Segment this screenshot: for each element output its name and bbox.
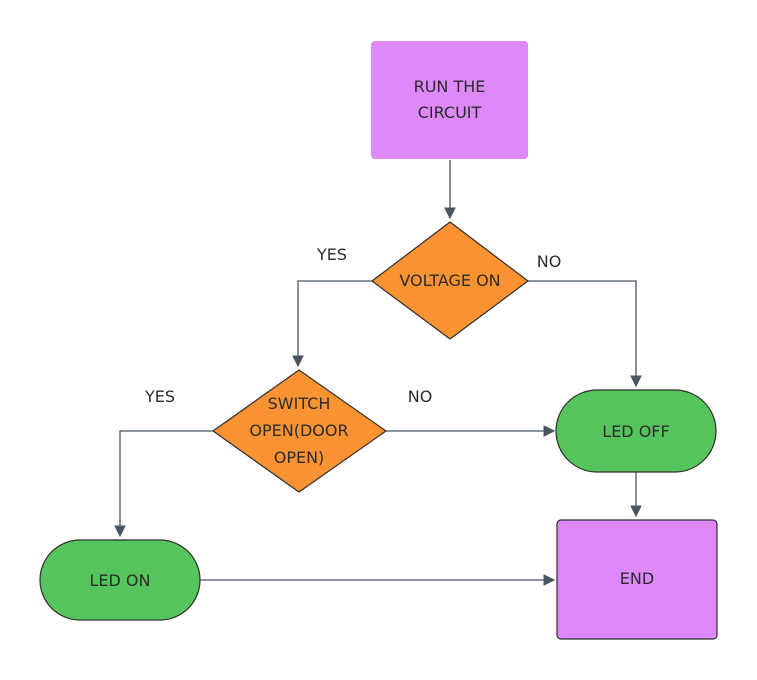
terminal-led-on[interactable]: LED ON (39, 539, 201, 621)
edge-label-voltage-no: NO (537, 252, 562, 271)
terminal-led-on-label: LED ON (90, 571, 151, 590)
edge-label-voltage-yes: YES (316, 245, 347, 264)
process-run-circuit-line1: RUN THE (414, 77, 486, 96)
connectors (114, 160, 642, 586)
edge-label-switch-no: NO (408, 387, 433, 406)
edge-voltage-no-to-led-off (528, 280, 642, 388)
decision-switch-open-line2: OPEN(DOOR (249, 421, 348, 440)
decision-voltage-on[interactable]: VOLTAGE ON (370, 221, 530, 340)
terminal-led-off[interactable]: LED OFF (555, 389, 717, 473)
edge-voltage-yes-to-switch (292, 280, 372, 368)
edge-label-switch-yes: YES (144, 387, 175, 406)
decision-switch-open-line3: OPEN) (274, 448, 325, 467)
decision-voltage-on-label: VOLTAGE ON (399, 271, 500, 290)
process-end[interactable]: END (556, 519, 718, 640)
process-run-circuit[interactable]: RUN THE CIRCUIT (371, 41, 528, 159)
edge-switch-yes-to-led-on (114, 430, 213, 538)
decision-switch-open-line1: SWITCH (268, 394, 331, 413)
process-end-label: END (620, 569, 654, 588)
decision-switch-open[interactable]: SWITCH OPEN(DOOR OPEN) (211, 369, 388, 493)
terminal-led-off-label: LED OFF (602, 422, 669, 441)
process-run-circuit-line2: CIRCUIT (418, 103, 482, 122)
